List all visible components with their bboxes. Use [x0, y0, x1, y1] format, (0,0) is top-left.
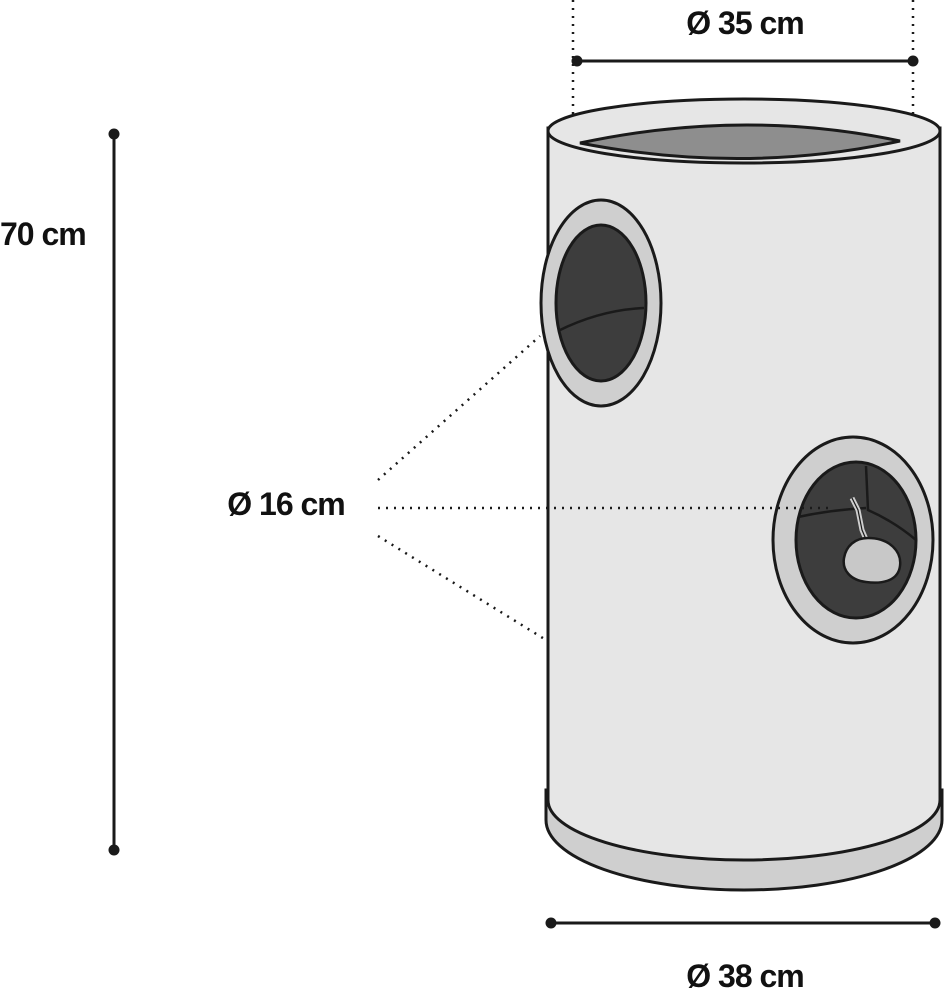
height-dimension: 70 cm	[0, 128, 120, 856]
lower-hole-inner-edge-right	[864, 465, 917, 541]
hole-diameter-callout: Ø 16 cm	[227, 335, 830, 642]
base-diameter-label: Ø 38 cm	[686, 958, 804, 994]
top-diameter-dimension: Ø 35 cm	[571, 0, 919, 140]
top-diameter-endpoint-left	[571, 55, 583, 67]
height-endpoint-top	[108, 128, 120, 140]
hole-leader-upper	[377, 335, 541, 481]
base-diameter-endpoint-right	[929, 917, 941, 929]
base-diameter-endpoint-left	[545, 917, 557, 929]
upper-hole-opening	[554, 223, 648, 383]
hole-diameter-label: Ø 16 cm	[227, 486, 345, 522]
hanging-toy-ball	[842, 536, 902, 584]
upper-entry-hole	[539, 198, 663, 408]
top-diameter-label: Ø 35 cm	[686, 5, 804, 41]
height-endpoint-bottom	[108, 844, 120, 856]
hole-leader-lower	[377, 534, 547, 642]
height-label: 70 cm	[0, 216, 86, 252]
cat-tower	[539, 97, 944, 892]
base-diameter-dimension: Ø 38 cm	[545, 917, 941, 994]
top-diameter-endpoint-right	[907, 55, 919, 67]
tower-top-opening	[579, 123, 901, 161]
upper-hole-inner-edge	[557, 306, 645, 333]
lower-entry-hole	[771, 435, 935, 645]
